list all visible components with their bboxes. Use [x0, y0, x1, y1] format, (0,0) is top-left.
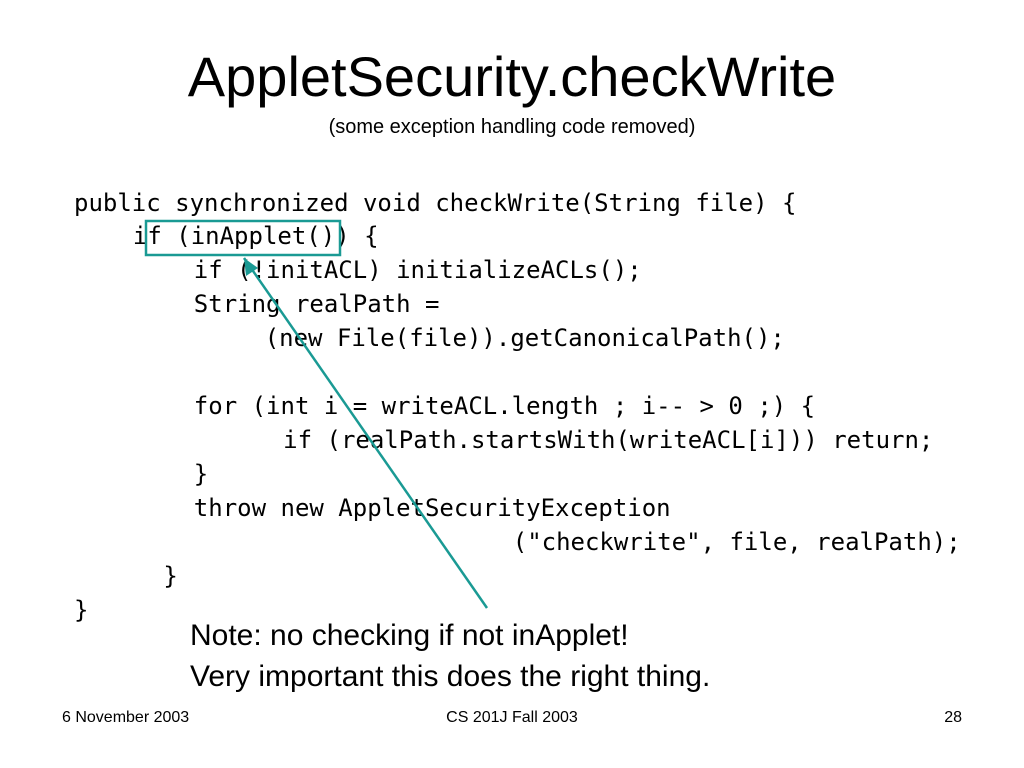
slide-subtitle: (some exception handling code removed): [328, 116, 696, 138]
code-line: if (!initACL) initializeACLs();: [136, 256, 642, 284]
code-line: String realPath =: [136, 290, 440, 318]
code-line: for (int i = writeACL.length ; i-- > 0 ;…: [136, 392, 816, 420]
code-line: }: [120, 562, 178, 590]
note-line: Note: no checking if not inApplet!: [190, 619, 629, 652]
code-line: if (inApplet()) {: [104, 222, 379, 250]
code-line: if (realPath.startsWith(writeACL[i])) re…: [182, 426, 934, 454]
footer-course: CS 201J Fall 2003: [446, 709, 578, 726]
highlight-box: [144, 219, 342, 257]
code-line: }: [136, 460, 209, 488]
footer-date: 6 November 2003: [62, 709, 190, 726]
footer-page-number: 28: [944, 709, 962, 726]
callout-arrowhead: [244, 258, 258, 276]
code-line: throw new AppletSecurityException: [136, 494, 671, 522]
code-line: public synchronized void checkWrite(Stri…: [74, 189, 797, 217]
callout-arrow-line: [242, 257, 489, 609]
code-line: ("checkwrite", file, realPath);: [296, 528, 961, 556]
note-line: Very important this does the right thing…: [190, 660, 711, 693]
slide-title: AppletSecurity.checkWrite: [187, 45, 837, 108]
code-line: }: [74, 596, 89, 624]
